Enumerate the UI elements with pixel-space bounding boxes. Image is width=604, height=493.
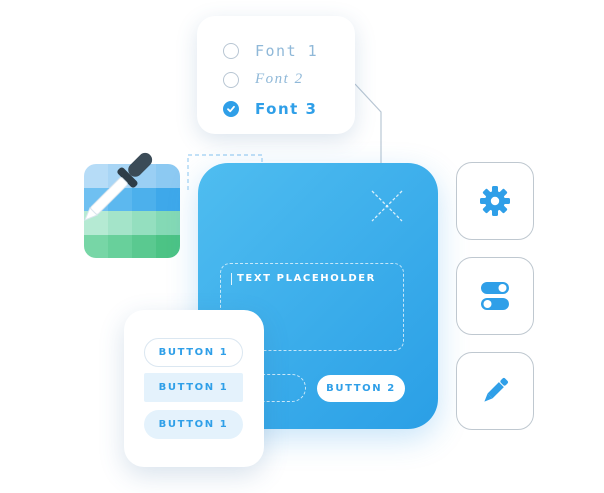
font-option-2[interactable]: Font 2 <box>223 65 355 94</box>
text-input-box[interactable]: TEXT PLACEHOLDER <box>220 263 404 351</box>
color-swatch[interactable] <box>108 234 132 258</box>
color-swatch[interactable] <box>84 164 108 188</box>
buttons-card: BUTTON 1 BUTTON 1 BUTTON 1 <box>124 310 264 467</box>
pencil-icon <box>484 378 508 402</box>
eyedropper-icon[interactable] <box>66 146 162 236</box>
settings-tool-button[interactable] <box>456 162 534 240</box>
close-icon[interactable] <box>370 189 404 223</box>
font-option-3[interactable]: Font 3 <box>223 94 355 123</box>
toggle-tool-button[interactable] <box>456 257 534 335</box>
font-option-label: Font 2 <box>255 71 304 87</box>
gear-icon <box>480 186 510 216</box>
color-swatch[interactable] <box>132 187 156 211</box>
text-placeholder: TEXT PLACEHOLDER <box>231 273 403 285</box>
color-swatch[interactable] <box>132 211 156 235</box>
radio-checked-icon[interactable] <box>223 100 239 117</box>
button-1-pill[interactable]: BUTTON 1 <box>144 410 243 439</box>
radio-unchecked-icon[interactable] <box>223 42 239 59</box>
pencil-tool-button[interactable] <box>456 352 534 430</box>
color-swatch[interactable] <box>156 234 180 258</box>
button-1-square[interactable]: BUTTON 1 <box>144 373 243 402</box>
button-2[interactable]: BUTTON 2 <box>317 375 405 402</box>
font-option-1[interactable]: Font 1 <box>223 36 355 65</box>
toggle-icon <box>481 282 509 310</box>
font-option-label: Font 3 <box>255 99 318 118</box>
radio-unchecked-icon[interactable] <box>223 71 239 88</box>
font-picker-card: Font 1 Font 2 Font 3 <box>197 16 355 134</box>
color-swatch[interactable] <box>132 234 156 258</box>
color-swatch[interactable] <box>156 164 180 188</box>
color-swatch[interactable] <box>84 234 108 258</box>
color-swatch[interactable] <box>108 211 132 235</box>
color-swatch[interactable] <box>156 211 180 235</box>
font-option-label: Font 1 <box>255 41 319 60</box>
button-1-outline[interactable]: BUTTON 1 <box>144 338 243 367</box>
color-swatch[interactable] <box>156 187 180 211</box>
